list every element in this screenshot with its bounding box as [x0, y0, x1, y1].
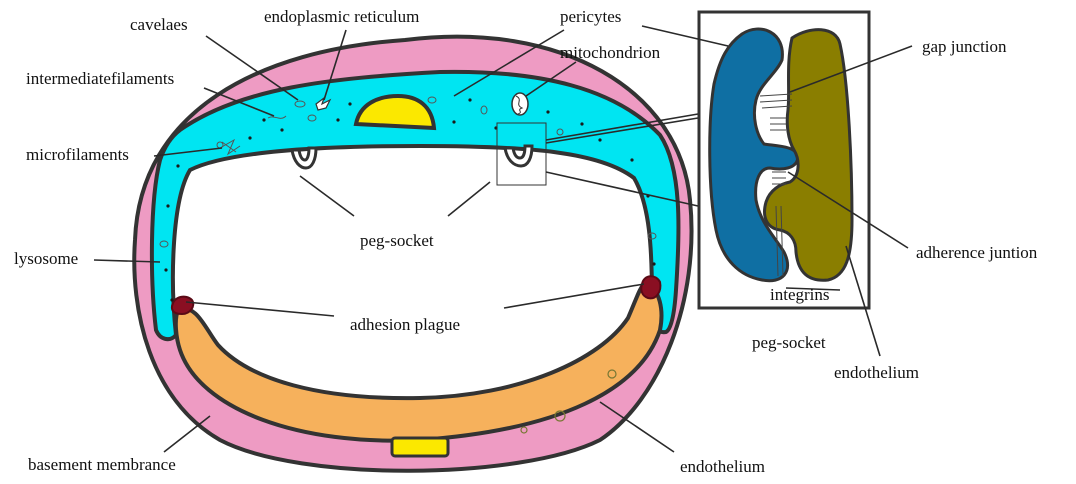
- label-peg-socket: peg-socket: [360, 231, 434, 250]
- inset-panel: [699, 12, 869, 308]
- label-endoplasmic-reticulum: endoplasmic reticulum: [264, 7, 419, 26]
- label-integrins: integrins: [770, 285, 830, 304]
- label-inset-endothelium: endothelium: [834, 363, 919, 382]
- label-pericytes: pericytes: [560, 7, 621, 26]
- label-intermediate-filaments: intermediatefilaments: [26, 69, 174, 88]
- label-lysosome: lysosome: [14, 249, 78, 268]
- vessel-cross-section: [134, 37, 691, 471]
- label-basement-membrane: basement membrance: [28, 455, 176, 474]
- mitochondrion-mark: [512, 93, 528, 115]
- label-cavelaes: cavelaes: [130, 15, 188, 34]
- label-endothelium: endothelium: [680, 457, 765, 476]
- label-gap-junction: gap junction: [922, 37, 1007, 56]
- endothelial-nucleus: [392, 438, 448, 456]
- adhesion-plaque-right: [641, 276, 660, 298]
- label-mitochondrion: mitochondrion: [560, 43, 661, 62]
- adhesion-plaque-left: [172, 297, 193, 314]
- leader-basement-membrane: [164, 416, 210, 452]
- label-adherence-junction: adherence juntion: [916, 243, 1038, 262]
- label-inset-peg-socket: peg-socket: [752, 333, 826, 352]
- label-adhesion-plague: adhesion plague: [350, 315, 460, 334]
- label-microfilaments: microfilaments: [26, 145, 129, 164]
